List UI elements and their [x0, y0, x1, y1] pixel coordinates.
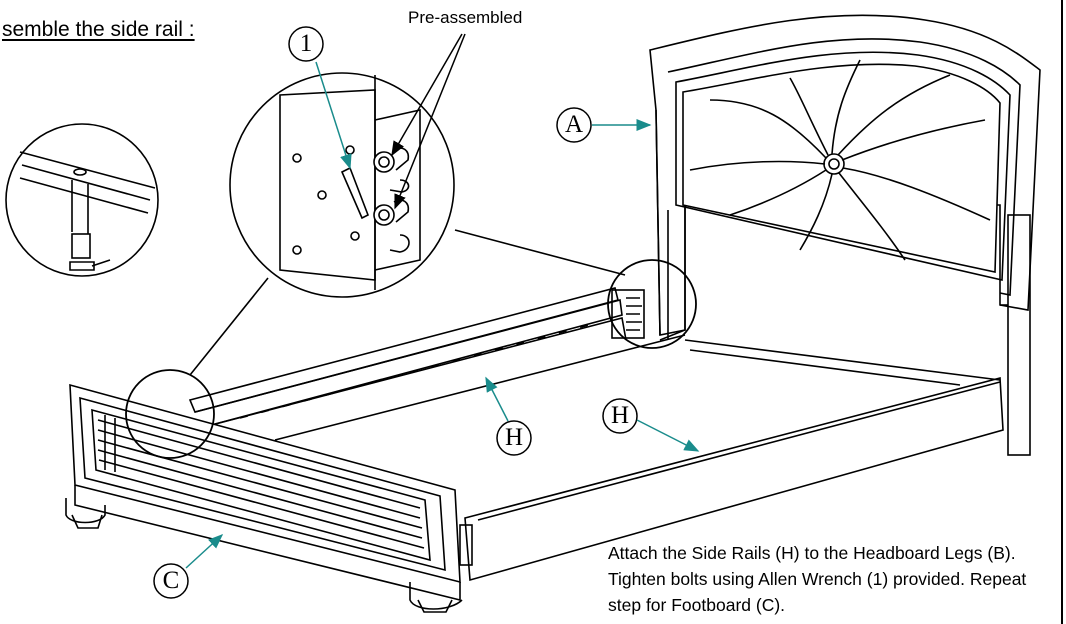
- leader-arrow-h-front: [636, 419, 700, 452]
- detail-circle-bracket: [229, 72, 455, 298]
- footboard: [65, 383, 463, 613]
- back-side-rail: [188, 287, 645, 429]
- detail-marker-footboard: [125, 369, 215, 459]
- step-heading: semble the side rail :: [2, 18, 195, 41]
- detail-connector: [454, 229, 626, 276]
- callout-circle-1: [288, 26, 324, 62]
- leader-arrow-c: [185, 533, 224, 569]
- callout-circle-a: [556, 107, 592, 143]
- detail-connector: [189, 277, 269, 376]
- detail-marker-headboard: [607, 259, 697, 349]
- leader-arrow-1: [315, 61, 352, 170]
- detail-circle-leg: [5, 123, 159, 277]
- callout-label-h-front: H: [610, 402, 630, 429]
- callout-label-h-back: H: [504, 424, 524, 451]
- leader-arrow-h-back: [485, 376, 509, 422]
- headboard: [649, 14, 1041, 456]
- front-side-rail: [274, 334, 1004, 582]
- preassembled-leader: [391, 33, 463, 157]
- callout-label-1: 1: [299, 30, 313, 57]
- callout-label-a: A: [564, 111, 584, 138]
- callout-circle-h-front: [602, 398, 638, 434]
- instruction-text: Attach the Side Rails (H) to the Headboa…: [608, 543, 1027, 615]
- preassembled-label: Pre-assembled: [408, 8, 523, 27]
- callout-circle-c: [153, 563, 189, 599]
- callout-circle-h-back: [496, 420, 532, 456]
- preassembled-leader: [394, 33, 466, 210]
- callout-label-c: C: [162, 567, 180, 594]
